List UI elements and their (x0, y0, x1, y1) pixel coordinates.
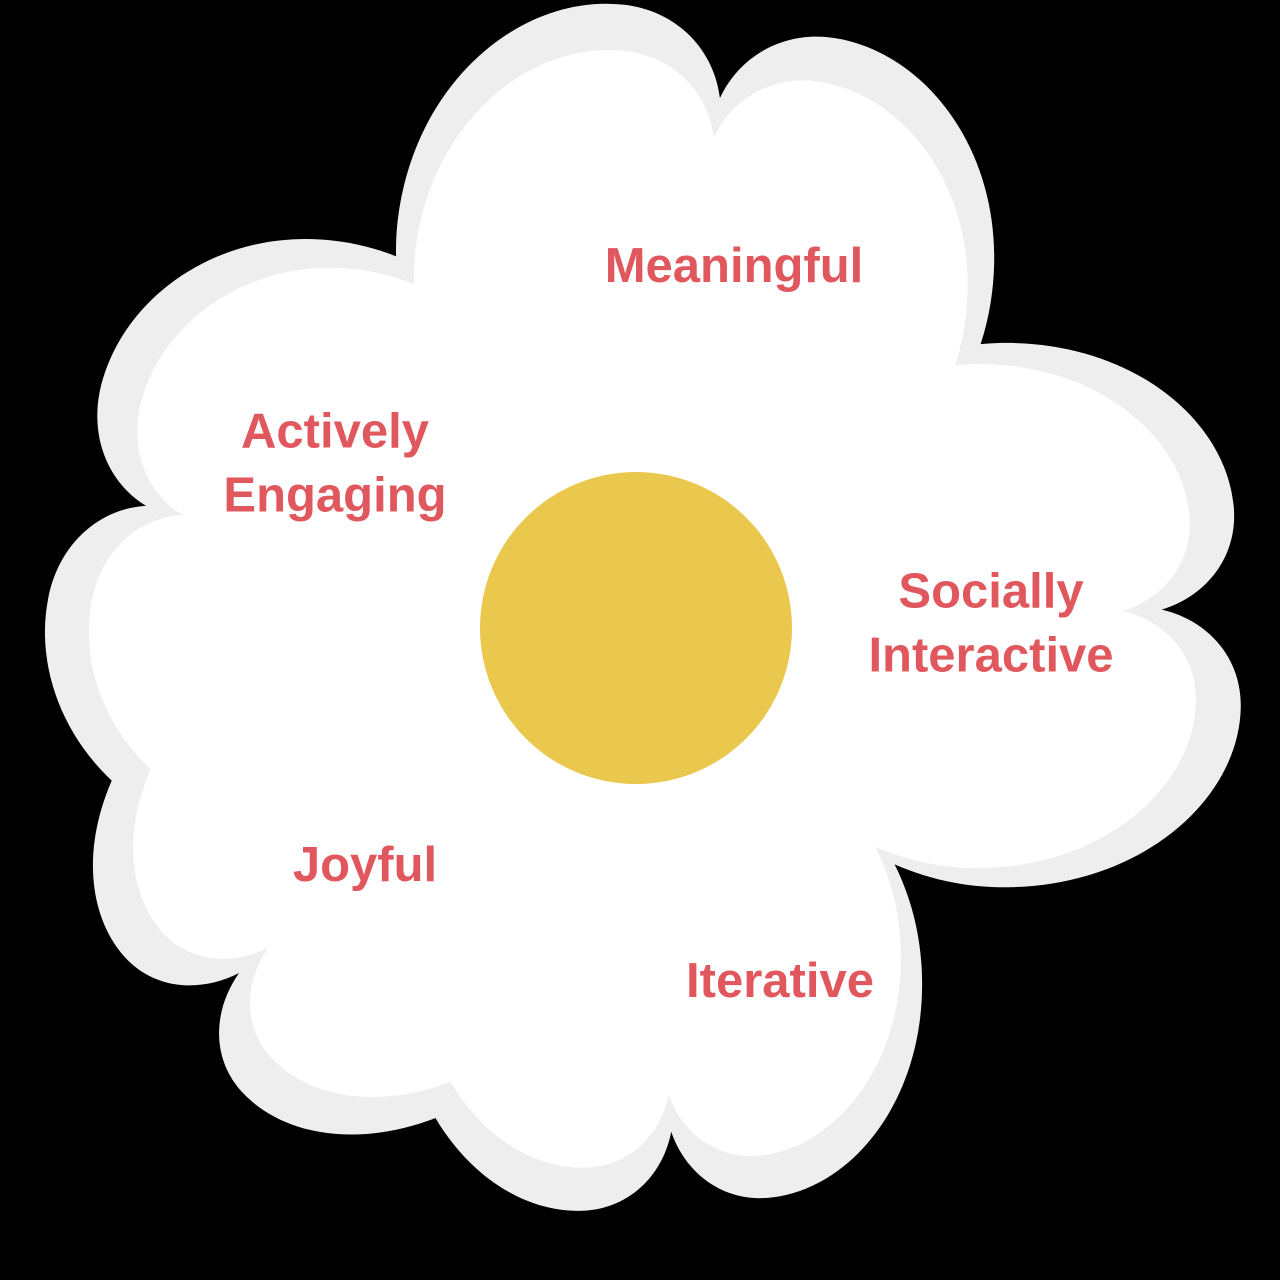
petal-label-meaningful: Meaningful (604, 239, 864, 294)
petal-layer (88, 49, 1196, 1168)
flower-center-circle (480, 472, 792, 784)
petal-label-actively-engaging: Actively Engaging (223, 404, 447, 522)
petal-socially-interactive (713, 364, 1196, 868)
petal-label-iterative: Iterative (686, 954, 874, 1009)
petal-label-joyful: Joyful (292, 838, 438, 893)
petal-actively-engaging (88, 267, 567, 829)
petal-label-socially-interactive: Socially Interactive (868, 564, 1114, 682)
